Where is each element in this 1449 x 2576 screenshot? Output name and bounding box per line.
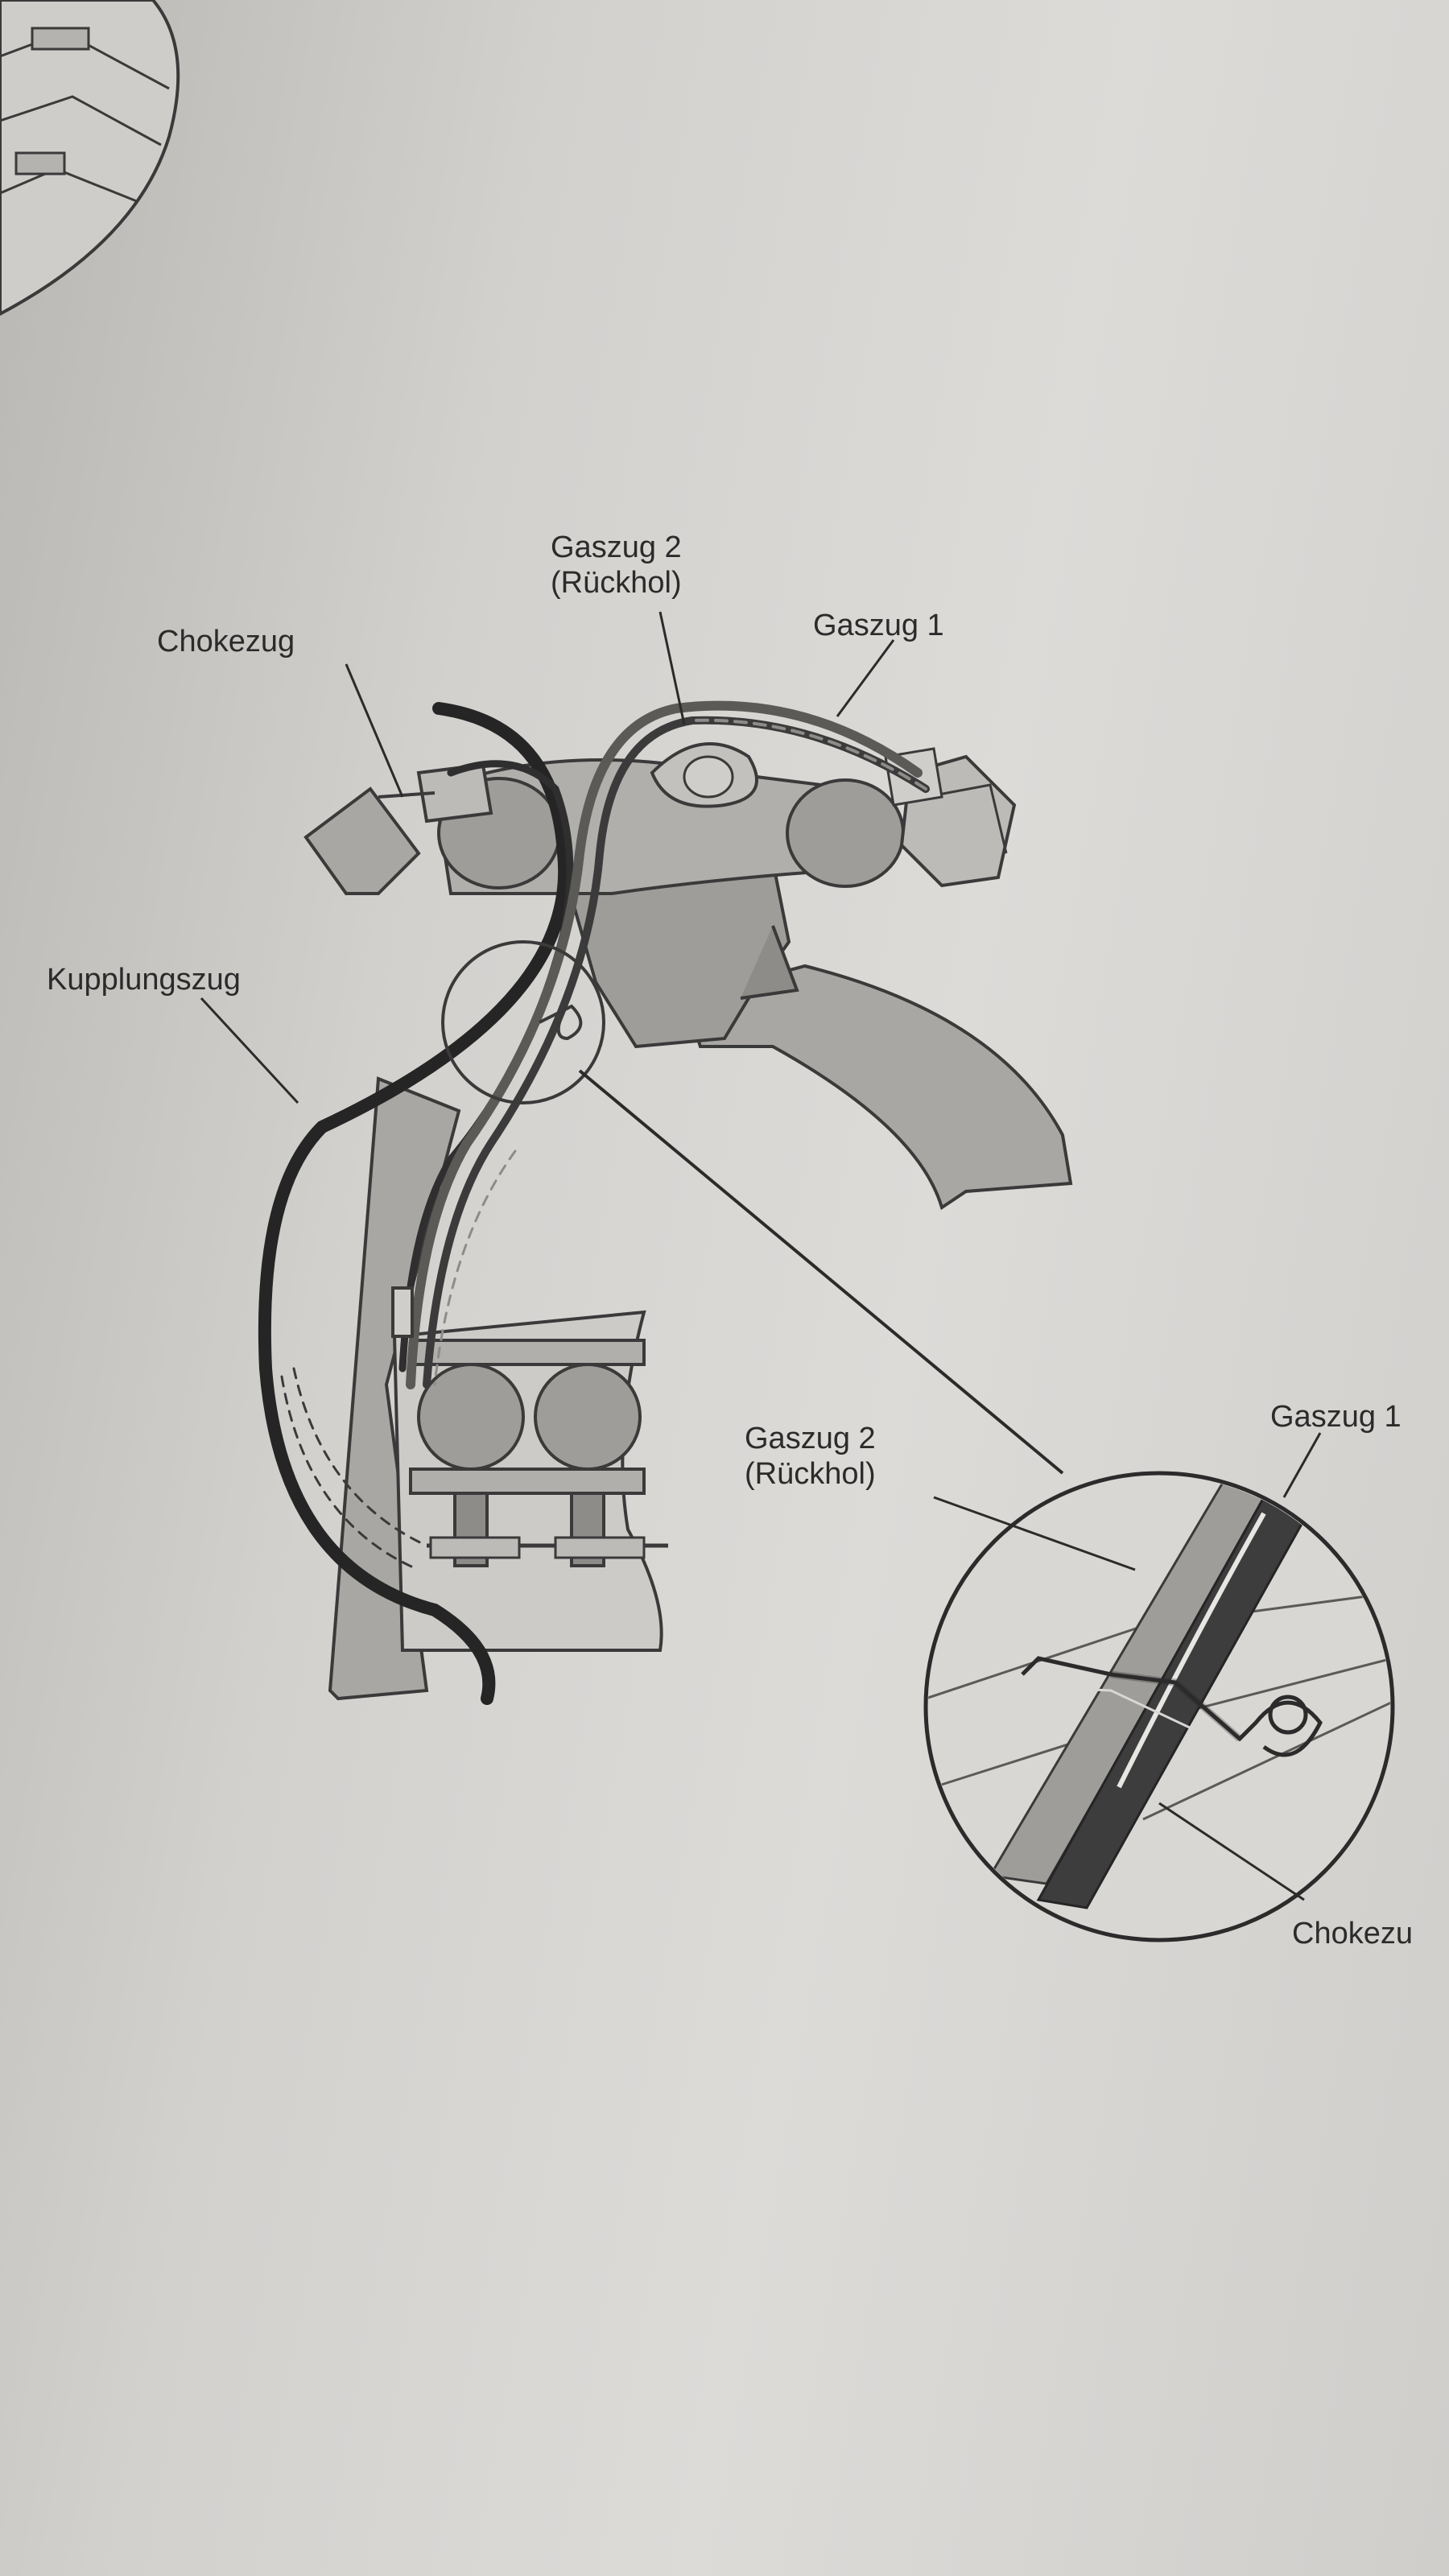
detail-label-gaszug2-title: Gaszug 2	[745, 1422, 876, 1455]
previous-detail-circle	[0, 0, 180, 316]
throttle-cable-1	[423, 716, 930, 1389]
label-gaszug2: Gaszug 2 (Rückhol)	[551, 530, 682, 601]
label-gaszug2-sub: (Rückhol)	[551, 566, 682, 600]
label-chokezug: Chokezug	[157, 625, 295, 658]
detail-label-gaszug2: Gaszug 2 (Rückhol)	[745, 1421, 876, 1492]
label-gaszug2-title: Gaszug 2	[551, 530, 682, 564]
detail-label-chokezug: Chokezu	[1292, 1917, 1413, 1951]
throttle-cable-2	[406, 700, 923, 1389]
cables	[258, 700, 930, 1705]
leader-lines	[200, 611, 1322, 1901]
clutch-cable	[258, 702, 572, 1705]
detail-label-gaszug1: Gaszug 1	[1270, 1400, 1402, 1434]
detail-circle	[923, 1471, 1395, 1942]
label-kupplungszug: Kupplungszug	[47, 963, 241, 997]
carburettor-bank	[392, 1310, 668, 1652]
detail-label-gaszug2-sub: (Rückhol)	[745, 1457, 876, 1491]
detail-marker	[441, 940, 1064, 1475]
label-gaszug1: Gaszug 1	[813, 609, 944, 642]
